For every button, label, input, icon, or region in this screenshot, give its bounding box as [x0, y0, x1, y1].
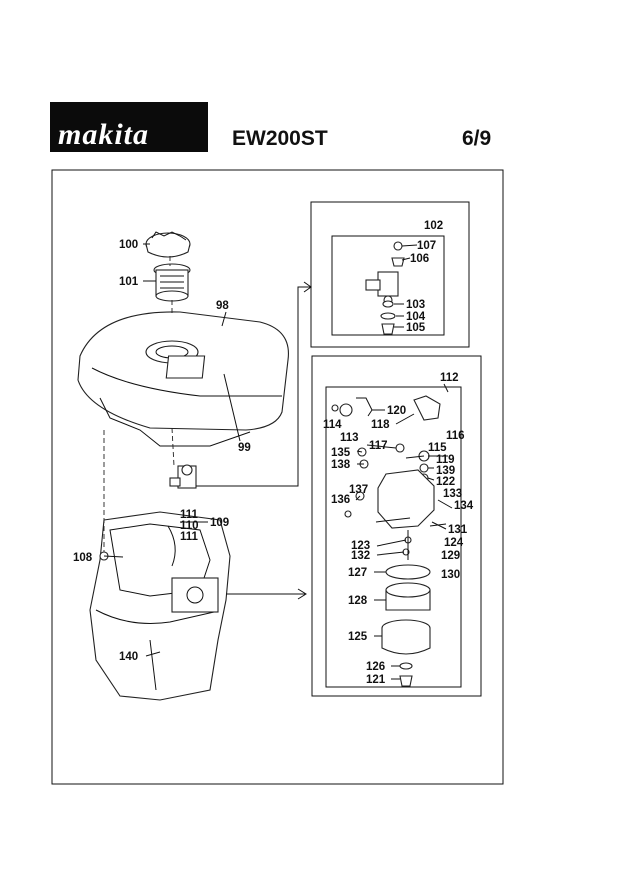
fuel-cap-part [145, 231, 191, 258]
callout-98: 98 [216, 300, 229, 312]
callout-99: 99 [238, 442, 251, 454]
callout-131: 131 [448, 524, 468, 536]
callout-139: 139 [436, 465, 455, 477]
callout-103: 103 [406, 299, 425, 311]
callout-138: 138 [331, 459, 351, 471]
callout-140: 140 [119, 651, 138, 663]
callout-118: 118 [371, 419, 390, 431]
callout-119: 119 [436, 454, 455, 466]
callout-105: 105 [406, 322, 426, 334]
fuel-cock-exploded [365, 241, 405, 335]
callout-133: 133 [443, 488, 462, 500]
callout-111-lower: 111 [180, 531, 199, 543]
callout-115: 115 [428, 442, 447, 454]
callout-137: 137 [349, 484, 368, 496]
inset-fuel-cock-outer [310, 201, 470, 348]
callout-134: 134 [454, 500, 474, 512]
callout-111-upper: 111 [180, 509, 199, 521]
callout-117: 117 [369, 440, 388, 452]
engine-part [89, 511, 231, 701]
carburetor-exploded [331, 395, 447, 687]
callout-136: 136 [331, 494, 350, 506]
svg-text:makita: makita [58, 118, 149, 151]
callout-114: 114 [323, 419, 342, 431]
page-indicator: 6/9 [462, 127, 492, 150]
callout-100: 100 [119, 239, 138, 251]
callout-108: 108 [73, 552, 93, 564]
callout-104: 104 [406, 311, 426, 323]
callout-123: 123 [351, 540, 370, 552]
callout-128: 128 [348, 595, 368, 607]
fuel-cock-part [169, 464, 197, 489]
callout-101: 101 [119, 276, 139, 288]
makita-logo: makita [50, 102, 208, 152]
callout-113: 113 [340, 432, 359, 444]
callout-116: 116 [446, 430, 465, 442]
diagram-frame [51, 169, 504, 785]
callout-112: 112 [440, 372, 459, 384]
callout-102: 102 [424, 220, 443, 232]
callout-121: 121 [366, 674, 386, 686]
callout-124: 124 [444, 537, 464, 549]
inset-carburetor-inner [325, 386, 462, 688]
callout-129: 129 [441, 550, 460, 562]
callout-106: 106 [410, 253, 429, 265]
callout-125: 125 [348, 631, 368, 643]
callout-130: 130 [441, 569, 460, 581]
callout-120: 120 [387, 405, 406, 417]
callout-109: 109 [210, 517, 229, 529]
callout-135: 135 [331, 447, 351, 459]
callout-122: 122 [436, 476, 455, 488]
fuel-strainer-part [153, 263, 191, 302]
callout-126: 126 [366, 661, 385, 673]
callout-132: 132 [351, 550, 370, 562]
model-number: EW200ST [232, 127, 328, 150]
callout-107: 107 [417, 240, 436, 252]
callout-127: 127 [348, 567, 367, 579]
leader-lines [103, 243, 453, 680]
fuel-tank-part [77, 311, 289, 447]
inset-carburetor-outer [311, 355, 482, 697]
inset-fuel-cock-inner [331, 235, 445, 336]
callout-110: 110 [180, 520, 199, 532]
